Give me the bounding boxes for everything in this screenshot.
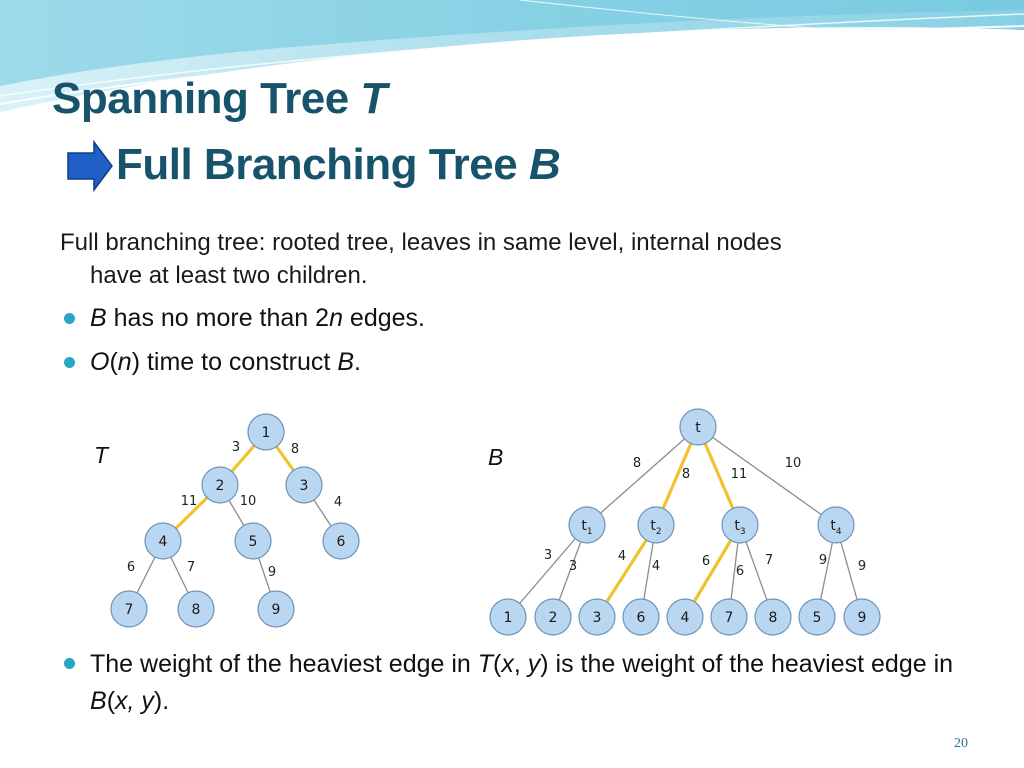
tree-B-node-L2: [534, 598, 572, 636]
tree-T-node-6: [322, 522, 360, 560]
tree-T-label: T: [94, 442, 109, 468]
tree-B-edge-weight-t-t1: 8: [633, 456, 641, 471]
bullet-dot: [64, 357, 75, 368]
tree-B-node-label-L7: 7: [725, 610, 734, 626]
tree-T-node-label-1: 1: [262, 425, 271, 441]
tree-B-node-t1: [568, 506, 606, 544]
tree-B-node-L9: [843, 598, 881, 636]
intro-definition: Full branching tree: rooted tree, leaves…: [60, 226, 960, 292]
intro-line1: Full branching tree: rooted tree, leaves…: [60, 229, 782, 256]
tree-T-node-1: [247, 413, 285, 451]
tree-B-node-L4: [666, 598, 704, 636]
tree-T-node-label-3: 3: [300, 478, 309, 494]
tree-B-node-label-L9: 9: [858, 610, 867, 626]
tree-B-node-label-L1: 1: [504, 610, 513, 626]
tree-B-node-label-t2: t2: [650, 518, 661, 537]
tree-B-node-label-L2: 2: [549, 610, 558, 626]
tree-T-edge-weight-4-7: 6: [127, 560, 135, 575]
tree-B-node-t2: [637, 506, 675, 544]
tree-B-edge-weight-t3-L8: 7: [765, 553, 773, 568]
tree-T-node-label-8: 8: [192, 602, 201, 618]
tree-B-node-L5: [798, 598, 836, 636]
header-waves-decoration: [0, 0, 1024, 112]
tree-B-node-t: [679, 408, 717, 446]
tree-B-node-label-L6: 6: [637, 610, 646, 626]
tree-T-node-label-6: 6: [337, 534, 346, 550]
slide-title-line1: Spanning Tree T: [52, 74, 387, 123]
tree-B-edge-weight-t3-L4: 6: [702, 554, 710, 569]
tree-B-edge-weight-t4-L5: 9: [819, 553, 827, 568]
tree-T-node-4: [144, 522, 182, 560]
tree-T-edge-weight-2-5: 10: [240, 494, 257, 509]
tree-B-edge-t-t1: [586, 426, 699, 526]
tree-B-edge-weight-t4-L9: 9: [858, 559, 866, 574]
tree-B-node-label-t3: t3: [734, 518, 745, 537]
tree-B-node-L7: [710, 598, 748, 636]
tree-B-edge-weight-t-t3: 11: [731, 467, 748, 482]
tree-B-edge-weight-t2-L6: 4: [652, 559, 660, 574]
tree-T-edge-weight-2-4: 11: [181, 494, 198, 509]
tree-T-edge-weight-3-6: 4: [334, 495, 342, 510]
tree-B-label: B: [488, 444, 504, 470]
slide-title-line2: Full Branching Tree B: [116, 140, 561, 189]
tree-T-edge-weight-5-9: 9: [268, 565, 276, 580]
tree-B-node-L6: [622, 598, 660, 636]
tree-T-node-2: [201, 466, 239, 504]
tree-T-node-label-4: 4: [159, 534, 168, 550]
right-arrow-icon: [67, 140, 113, 192]
tree-B-node-label-L4: 4: [681, 610, 690, 626]
title-var-B: B: [528, 140, 561, 189]
tree-B-edge-weight-t3-L7: 6: [736, 564, 744, 579]
tree-B-node-label-t4: t4: [830, 518, 842, 537]
tree-T-node-label-9: 9: [272, 602, 281, 618]
tree-B-edge-weight-t-t2: 8: [682, 467, 690, 482]
tree-B-node-t3: [721, 506, 759, 544]
tree-T-node-3: [285, 466, 323, 504]
tree-T-node-8: [177, 590, 215, 628]
title-var-T: T: [360, 74, 387, 123]
tree-B-node-L8: [754, 598, 792, 636]
tree-B-edge-weight-t1-L1: 3: [544, 548, 552, 563]
tree-T-edge-weight-4-8: 7: [187, 560, 195, 575]
tree-B-node-label-L3: 3: [593, 610, 602, 626]
tree-B-node-label-L5: 5: [813, 610, 822, 626]
tree-B-node-label-t: t: [695, 420, 701, 436]
tree-B-edge-weight-t2-L3: 4: [618, 549, 626, 564]
tree-T-edge-weight-1-2: 3: [232, 440, 240, 455]
tree-B-node-label-t1: t1: [581, 518, 592, 537]
tree-B-node-L3: [578, 598, 616, 636]
tree-B-edge-weight-t1-L2: 3: [569, 559, 577, 574]
tree-T-edge-weight-1-3: 8: [291, 442, 299, 457]
bullet-dot: [64, 313, 75, 324]
tree-B-node-L1: [489, 598, 527, 636]
tree-B-edge-t-t4: [697, 426, 837, 526]
tree-T-node-9: [257, 590, 295, 628]
intro-line2: have at least two children.: [90, 262, 368, 289]
tree-T-node-label-5: 5: [249, 534, 258, 550]
tree-T-node-5: [234, 522, 272, 560]
tree-B-node-t4: [817, 506, 855, 544]
tree-B-edge-weight-t-t4: 10: [785, 456, 802, 471]
tree-B-edge-t1-L1: [507, 524, 588, 618]
tree-T-node-label-7: 7: [125, 602, 134, 618]
tree-T-node-7: [110, 590, 148, 628]
tree-T-node-label-2: 2: [216, 478, 225, 494]
tree-B-node-label-L8: 8: [769, 610, 778, 626]
bullet-dot: [64, 658, 75, 669]
page-number: 20: [954, 736, 968, 751]
